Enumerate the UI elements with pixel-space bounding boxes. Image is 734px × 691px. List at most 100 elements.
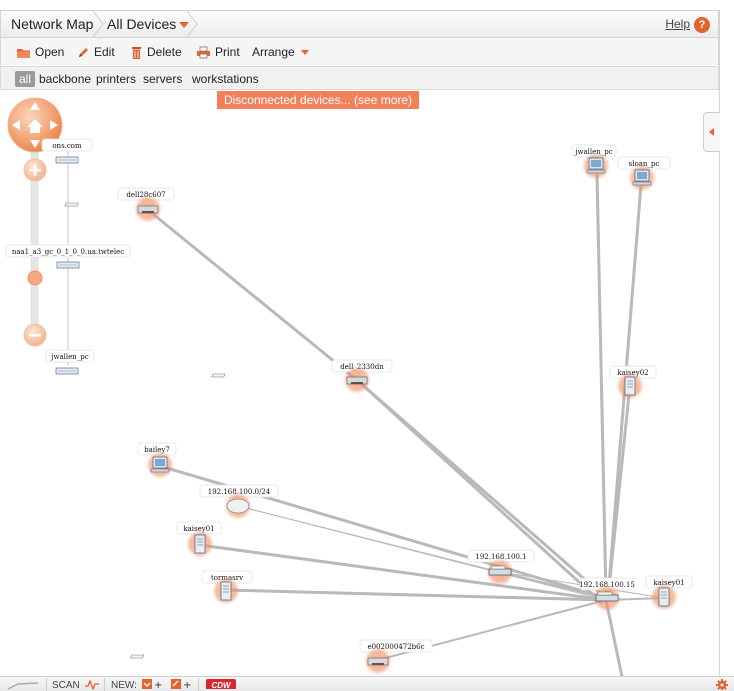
link bbox=[198, 543, 608, 602]
link bbox=[355, 378, 603, 604]
device-label: jwallen_pc bbox=[50, 353, 88, 361]
device-node[interactable]: 192.168.100.0/24 bbox=[199, 484, 279, 520]
frame-border bbox=[719, 10, 720, 676]
workstation-icon bbox=[632, 169, 652, 186]
link bbox=[595, 173, 608, 600]
printer-icon bbox=[197, 46, 210, 59]
delete-button[interactable]: Delete bbox=[130, 43, 182, 61]
breadcrumb-bar: Network Map All Devices Help? bbox=[0, 10, 719, 38]
cdw-logo[interactable]: CDW bbox=[206, 678, 236, 689]
svg-text:CDW: CDW bbox=[211, 681, 232, 689]
new-device-button[interactable]: + bbox=[141, 678, 163, 689]
breadcrumb-separator-icon bbox=[186, 11, 198, 37]
device-label: bailey7 bbox=[144, 446, 170, 454]
pan-down-icon[interactable] bbox=[30, 140, 40, 148]
device-node[interactable]: e002000472b6c bbox=[130, 639, 433, 675]
server-icon bbox=[624, 376, 636, 396]
map-thumbnail-icon[interactable] bbox=[6, 679, 40, 690]
link bbox=[499, 571, 607, 599]
edit-label: Edit bbox=[94, 45, 115, 59]
filter-servers[interactable]: servers bbox=[143, 72, 183, 86]
printer-icon bbox=[64, 202, 159, 214]
device-node[interactable]: dell_2330dn bbox=[211, 359, 393, 394]
scan-button[interactable]: SCAN bbox=[52, 679, 99, 691]
new-link-button[interactable]: + bbox=[170, 678, 192, 689]
chevron-left-icon bbox=[709, 128, 714, 136]
device-label: jwallen_pc bbox=[574, 148, 612, 156]
device-node[interactable]: 192.168.100.1 bbox=[467, 549, 535, 586]
switch-icon bbox=[55, 156, 79, 164]
filter-workstations[interactable]: workstations bbox=[192, 72, 259, 86]
device-node[interactable]: bailey7 bbox=[137, 442, 177, 479]
device-node[interactable]: ons.com bbox=[41, 138, 93, 164]
workstation-icon bbox=[586, 157, 606, 174]
arrange-label: Arrange bbox=[252, 45, 295, 59]
device-node[interactable]: dell28c607 bbox=[64, 187, 175, 223]
filter-all[interactable]: all bbox=[15, 71, 36, 87]
pan-right-icon[interactable] bbox=[50, 120, 58, 130]
home-icon[interactable] bbox=[27, 119, 43, 133]
bottom-bar: SCAN NEW: + + CDW bbox=[0, 676, 734, 691]
svg-text:+: + bbox=[154, 680, 162, 689]
router-icon bbox=[488, 565, 512, 576]
device-label: ons.com bbox=[52, 142, 82, 150]
server-icon bbox=[658, 587, 670, 607]
gear-icon[interactable] bbox=[716, 679, 728, 690]
divider bbox=[198, 678, 199, 691]
device-label: naa1_a3_gc_0_1_0_0.ua.twtelec bbox=[12, 248, 124, 256]
device-node[interactable]: kaisey01 bbox=[645, 575, 693, 611]
open-label: Open bbox=[35, 45, 65, 59]
toolbar: Open Edit Delete Print Arrange bbox=[0, 38, 719, 65]
device-label: kaisey01 bbox=[653, 579, 684, 587]
device-node[interactable]: tormasrv bbox=[201, 570, 253, 605]
breadcrumb-current-label: All Devices bbox=[107, 16, 177, 32]
device-label: dell28c607 bbox=[126, 191, 165, 199]
arrange-menu[interactable]: Arrange bbox=[252, 43, 309, 61]
disconnected-devices-banner[interactable]: Disconnected devices... (see more) bbox=[217, 91, 419, 109]
link bbox=[237, 505, 607, 601]
device-node[interactable]: kaisey02 bbox=[609, 365, 657, 400]
chevron-down-icon bbox=[300, 50, 309, 56]
device-node[interactable]: kaisey01 bbox=[176, 521, 222, 558]
device-node[interactable]: 192.168.100.15 bbox=[579, 577, 635, 612]
breadcrumb-current[interactable]: All Devices bbox=[107, 11, 190, 37]
link-layer bbox=[67, 149, 665, 691]
switch-icon bbox=[56, 261, 80, 269]
plus-icon bbox=[33, 164, 37, 176]
pencil-icon bbox=[79, 48, 88, 58]
device-label: sloan_pc bbox=[629, 160, 660, 168]
filter-backbone[interactable]: backbone bbox=[39, 72, 92, 86]
help-label: Help bbox=[665, 17, 690, 31]
svg-text:+: + bbox=[183, 680, 191, 689]
new-label: NEW: bbox=[111, 680, 137, 691]
link bbox=[224, 588, 608, 602]
zoom-slider-handle[interactable] bbox=[27, 270, 43, 286]
link bbox=[146, 208, 359, 382]
breadcrumb-root[interactable]: Network Map bbox=[11, 16, 94, 32]
device-label: 192.168.100.0/24 bbox=[208, 488, 271, 496]
side-panel-toggle[interactable] bbox=[703, 112, 720, 152]
device-node[interactable]: jwallen_pc bbox=[571, 144, 617, 180]
divider bbox=[104, 678, 105, 691]
link bbox=[606, 383, 632, 600]
device-label-box bbox=[45, 349, 95, 363]
server-icon bbox=[194, 534, 206, 554]
map-navigation-control bbox=[7, 97, 63, 347]
print-button[interactable]: Print bbox=[196, 43, 240, 61]
device-node[interactable]: sloan_pc bbox=[617, 156, 671, 192]
device-node[interactable]: naa1_a3_gc_0_1_0_0.ua.twtelec bbox=[5, 244, 131, 269]
pan-left-icon[interactable] bbox=[12, 120, 20, 130]
device-node[interactable]: jwallen_pc bbox=[45, 349, 95, 375]
cloud-icon bbox=[226, 498, 250, 514]
edit-button[interactable]: Edit bbox=[77, 43, 115, 61]
pan-up-icon[interactable] bbox=[30, 102, 40, 110]
open-button[interactable]: Open bbox=[16, 43, 64, 61]
filter-printers[interactable]: printers bbox=[96, 72, 137, 86]
workstation-icon bbox=[150, 456, 170, 473]
printer-icon bbox=[130, 654, 389, 666]
node-layer: ons.com dell28c607 naa1_a3_gc_0_1_0_0.ua.t… bbox=[5, 138, 693, 675]
pulse-icon bbox=[84, 679, 99, 691]
device-filter-bar: all backbone printers servers workstatio… bbox=[0, 66, 719, 90]
help-link[interactable]: Help? bbox=[665, 15, 710, 33]
